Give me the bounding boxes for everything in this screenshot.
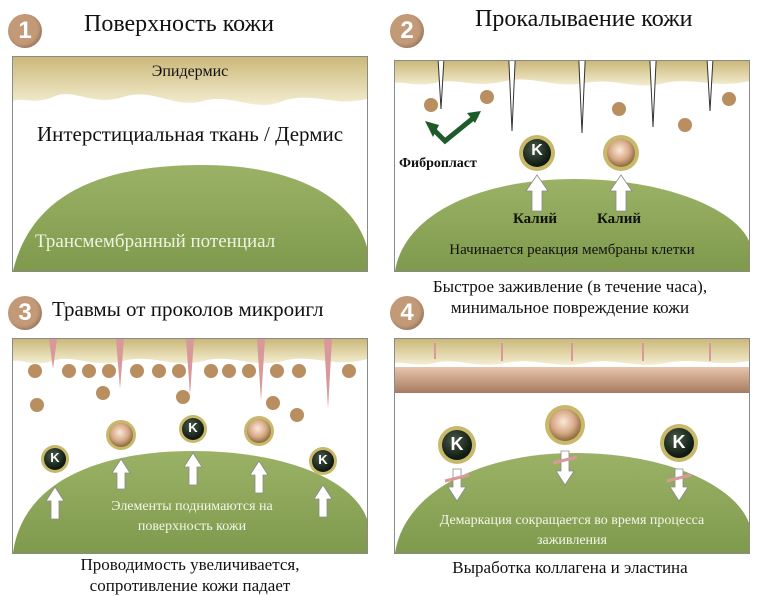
panel-2: K Фибропласт Калий Калий Начинается реак… (394, 60, 750, 272)
dermis-dome (13, 451, 367, 553)
panel-4-caption: Выработка коллагена и эластина (452, 558, 688, 577)
panel-3-title: Травмы от проколов микроигл (52, 297, 324, 321)
demarcation-marks (444, 455, 692, 483)
epidermis-layer (395, 61, 749, 86)
panel-1-illustration (13, 57, 367, 271)
panel-2-title: Прокалываение кожи (475, 6, 693, 32)
potassium-ion-icon (41, 415, 337, 475)
panel-4: K K Демаркация сокращается во время проц… (394, 338, 750, 554)
dermis-dome (395, 179, 749, 271)
potassium-symbol: K (318, 452, 328, 467)
needle-icon (434, 343, 711, 361)
needle-icon (437, 61, 714, 134)
cell-dots (28, 364, 356, 422)
dermis-label: Интерстициальная ткань / Дермис (36, 122, 344, 146)
cell-icon (106, 416, 274, 450)
potassium-label-1: Калий (513, 211, 558, 227)
panel-3-illustration (13, 339, 367, 553)
step-number-2: 2 (390, 14, 424, 48)
panel-4-inner-caption: Демаркация сокращается во время процесса… (439, 513, 705, 548)
cell-icon (603, 135, 639, 171)
potassium-symbol: K (531, 142, 543, 159)
panel-4-illustration (395, 339, 749, 553)
fibroblast-arrow (429, 113, 479, 145)
panel-2-illustration (395, 61, 749, 271)
potential-label: Трансмембранный потенциал (35, 231, 276, 252)
potassium-symbol: K (450, 434, 464, 454)
panel-3-inner-caption: Элементы поднимаются на поверхность кожи (111, 499, 273, 534)
potassium-ion-icon (438, 424, 698, 464)
dermis-dome (395, 453, 749, 553)
cell-icon (545, 405, 585, 445)
panel-1-title: Поверхность кожи (84, 11, 274, 37)
cell-dots (424, 90, 736, 132)
arrow-up-icon (525, 174, 633, 212)
step-number-1: 1 (8, 14, 42, 48)
potassium-symbol: K (188, 420, 198, 435)
panel-3: K K K Элементы поднимаются на поверхност… (12, 338, 368, 554)
panel-1: Эпидермис Интерстициальная ткань / Дерми… (12, 56, 368, 272)
needle-icon (49, 339, 332, 409)
potassium-label-2: Калий (597, 211, 642, 227)
epidermis-label: Эпидермис (151, 63, 229, 80)
arrow-down-icon (447, 450, 689, 502)
panel-2-inner-caption: Начинается реакция мембраны клетки (449, 242, 695, 258)
panel-3-caption: Проводимость увеличивается, сопротивлени… (80, 555, 300, 595)
potassium-symbol: K (50, 450, 60, 465)
arrow-up-icon (45, 452, 333, 520)
potassium-ion-icon (519, 135, 555, 171)
dermis-dome (13, 165, 367, 271)
collagen-layer (395, 367, 749, 393)
step-number-4: 4 (390, 296, 424, 330)
epidermis-layer (13, 57, 367, 105)
fibroblast-label: Фибропласт (399, 156, 477, 171)
potassium-symbol: K (672, 432, 686, 452)
panel-2-caption: Быстрое заживление (в течение часа), мин… (432, 277, 708, 317)
step-number-3: 3 (8, 296, 42, 330)
